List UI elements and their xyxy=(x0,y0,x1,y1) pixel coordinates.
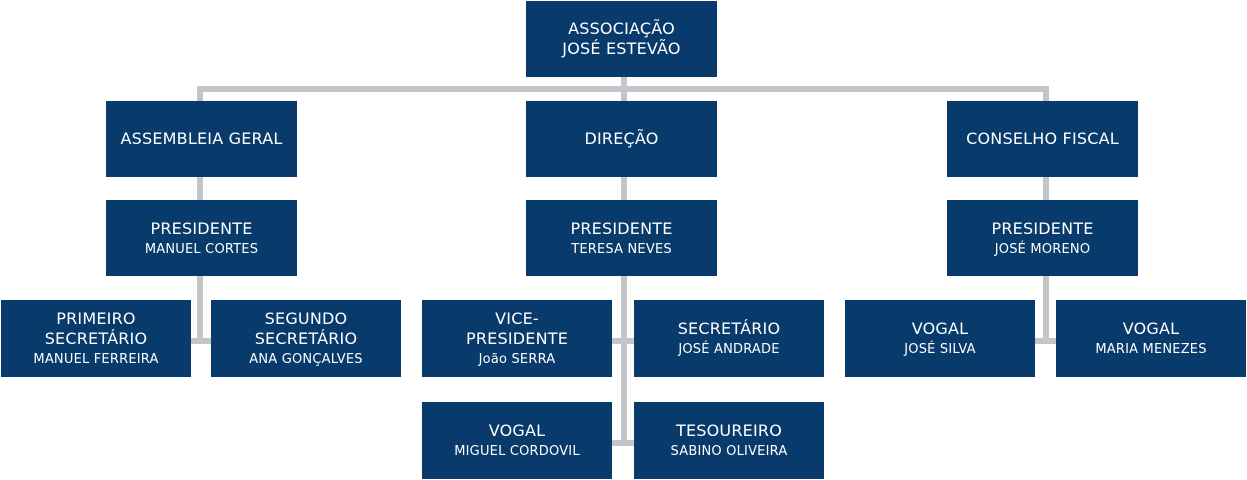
role-title: PRESIDENTE xyxy=(991,218,1094,238)
person-name: JOSÉ MORENO xyxy=(994,241,1091,257)
box-tesoureiro: TESOUREIRO SABINO OLIVEIRA xyxy=(634,402,824,479)
connector-root-vertical xyxy=(621,76,627,102)
role-title: PRESIDENTE xyxy=(570,218,673,238)
connector-assembleia-branch xyxy=(190,338,212,344)
role-title: SEGUNDO SECRETÁRIO xyxy=(254,309,358,348)
role-title: VOGAL xyxy=(1122,319,1180,338)
box-segundo-secretario: SEGUNDO SECRETÁRIO ANA GONÇALVES xyxy=(211,300,401,377)
conselho-title: CONSELHO FISCAL xyxy=(966,129,1119,148)
box-primeiro-secretario: PRIMEIRO SECRETÁRIO MANUEL FERREIRA xyxy=(1,300,191,377)
person-name: JOSÉ SILVA xyxy=(904,342,976,357)
connector-direcao-branch-bottom xyxy=(612,440,636,446)
role-title: VOGAL xyxy=(911,319,969,338)
role-title: VICE- PRESIDENTE xyxy=(465,309,569,348)
connector-direcao-drop xyxy=(621,176,627,446)
box-conselho-presidente: PRESIDENTE JOSÉ MORENO xyxy=(947,200,1138,276)
direcao-title: DIREÇÃO xyxy=(584,129,659,148)
connector-conselho-branch xyxy=(1034,338,1058,344)
person-name: MANUEL CORTES xyxy=(144,241,259,257)
box-conselho-fiscal: CONSELHO FISCAL xyxy=(947,101,1138,177)
person-name: SABINO OLIVEIRA xyxy=(670,444,788,459)
role-title: TESOUREIRO xyxy=(676,421,782,440)
role-title: PRESIDENTE xyxy=(150,218,253,238)
box-direcao: DIREÇÃO xyxy=(526,101,717,177)
role-title: SECRETÁRIO xyxy=(677,319,781,338)
box-vice-presidente: VICE- PRESIDENTE João SERRA xyxy=(422,300,612,377)
box-assembleia-presidente: PRESIDENTE MANUEL CORTES xyxy=(106,200,297,276)
box-assembleia-geral: ASSEMBLEIA GERAL xyxy=(106,101,297,177)
role-title: PRIMEIRO SECRETÁRIO xyxy=(44,309,148,348)
person-name: TERESA NEVES xyxy=(571,241,672,257)
person-name: MARIA MENEZES xyxy=(1095,342,1207,357)
connector-direcao-branch-top xyxy=(612,338,636,344)
person-name: JOSÉ ANDRADE xyxy=(678,342,780,357)
box-direcao-vogal: VOGAL MIGUEL CORDOVIL xyxy=(422,402,612,479)
box-conselho-vogal-2: VOGAL MARIA MENEZES xyxy=(1056,300,1246,377)
root-box-associacao: ASSOCIAÇÃO JOSÉ ESTEVÃO xyxy=(526,1,717,77)
role-title: VOGAL xyxy=(488,421,546,440)
root-title: ASSOCIAÇÃO JOSÉ ESTEVÃO xyxy=(562,19,681,58)
assembleia-title: ASSEMBLEIA GERAL xyxy=(120,129,283,148)
person-name: João SERRA xyxy=(478,352,556,367)
box-secretario: SECRETÁRIO JOSÉ ANDRADE xyxy=(634,300,824,377)
box-direcao-presidente: PRESIDENTE TERESA NEVES xyxy=(526,200,717,276)
box-conselho-vogal-1: VOGAL JOSÉ SILVA xyxy=(845,300,1035,377)
person-name: ANA GONÇALVES xyxy=(249,352,363,367)
person-name: MANUEL FERREIRA xyxy=(33,352,159,367)
person-name: MIGUEL CORDOVIL xyxy=(454,444,580,459)
